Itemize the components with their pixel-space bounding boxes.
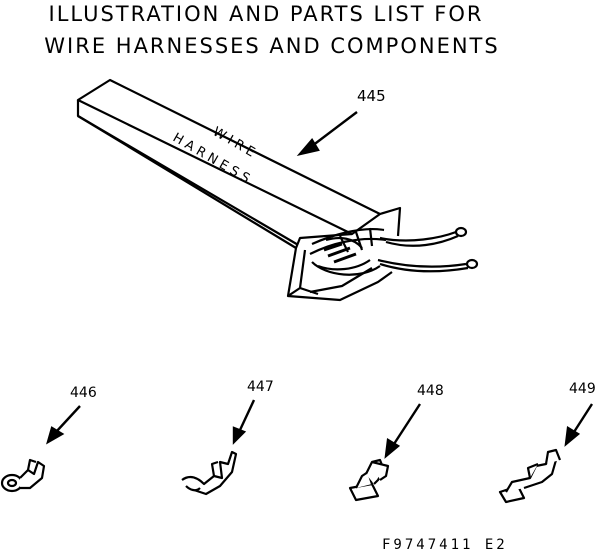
- spade-terminal-448: [348, 458, 390, 502]
- callout-447: 447: [247, 379, 274, 395]
- footer-code: F9747411 E2: [382, 537, 508, 553]
- hook-terminal-447: [181, 450, 238, 496]
- callout-446: 446: [70, 385, 97, 401]
- arrow-449: [564, 403, 594, 447]
- callout-448: 448: [417, 383, 444, 399]
- callout-449: 449: [569, 381, 596, 397]
- callout-445: 445: [357, 87, 386, 105]
- connector-terminal-449: [498, 448, 562, 504]
- arrow-446: [46, 405, 81, 445]
- arrow-447: [232, 399, 256, 445]
- arrow-448: [384, 403, 422, 459]
- title-line-1: ILLUSTRATION AND PARTS LIST FOR: [48, 2, 484, 26]
- wire-harness-box: [76, 78, 479, 302]
- title-line-2: WIRE HARNESSES AND COMPONENTS: [44, 34, 500, 58]
- arrow-445: [296, 111, 358, 156]
- ring-terminal-446: [0, 458, 46, 493]
